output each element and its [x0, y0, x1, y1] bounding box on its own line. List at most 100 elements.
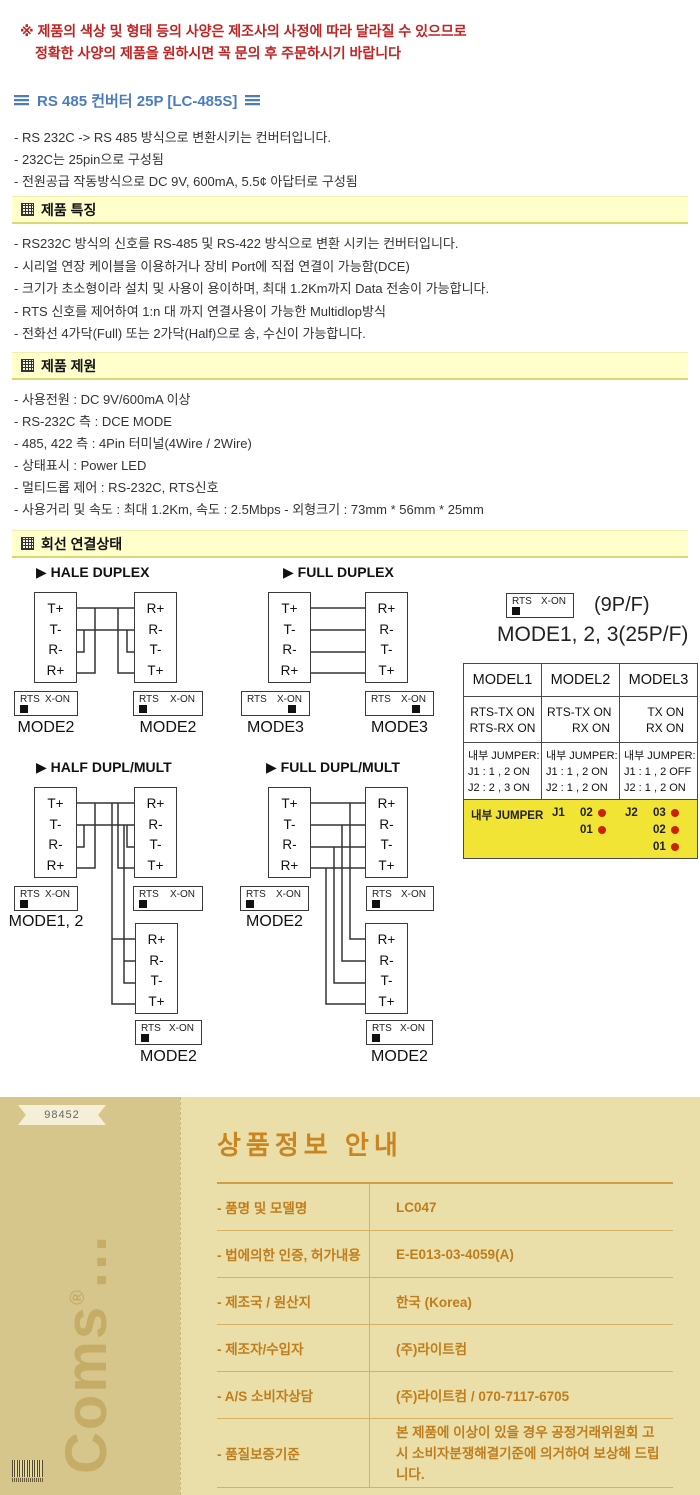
info-row: - 제조국 / 원산지 한국 (Korea)	[217, 1278, 673, 1325]
diagram-title-hale-duplex: ▶ HALE DUPLEX	[36, 564, 150, 580]
j1-label: J1	[552, 807, 565, 819]
info-table: - 품명 및 모델명 LC047 - 법에의한 인증, 허가내용 E-E013-…	[217, 1182, 673, 1488]
jumper-marker	[512, 607, 520, 615]
section-header-features: 제품 특징	[12, 196, 688, 224]
bullet-line: - 크기가 초소형이라 설치 및 사용이 용이하며, 최대 1.2Km까지 Da…	[14, 281, 490, 297]
pin-label: R+	[377, 796, 396, 812]
xon-label: X-ON	[170, 889, 195, 900]
jumper-marker	[20, 705, 28, 713]
info-value: (주)라이트컴	[396, 1342, 468, 1357]
info-row: - 법에의한 인증, 허가내용 E-E013-03-4059(A)	[217, 1231, 673, 1278]
pin-label: T-	[150, 973, 163, 989]
pin-label: R-	[148, 621, 163, 637]
xon-label: X-ON	[45, 694, 70, 705]
jumper-pin-dot	[597, 809, 606, 817]
jumper-pin-dot	[597, 826, 606, 834]
model-table-header-row: MODEL1 MODEL2 MODEL3	[464, 664, 697, 697]
mode-label: MODE3	[247, 719, 304, 736]
rts-label: RTS	[139, 694, 159, 705]
jumper-marker	[288, 705, 296, 713]
pin-label: T+	[147, 857, 164, 873]
barcode	[12, 1460, 43, 1477]
rts-label: RTS	[20, 889, 40, 900]
info-label: - 품명 및 모델명	[217, 1184, 370, 1230]
mode-label: MODE2	[371, 1048, 428, 1065]
grid-icon	[245, 94, 261, 107]
notice: ※ 제품의 색상 및 형태 등의 사양은 제조사의 사정에 따라 달라질 수 있…	[20, 20, 467, 64]
jumper-setting-box: RTS X-ON	[365, 691, 434, 716]
mode-label: MODE1, 2	[8, 913, 84, 930]
ribbon-badge: 98452	[18, 1105, 106, 1125]
jumper-pin-dot	[670, 826, 679, 834]
mode-label: MODE2	[246, 913, 303, 930]
bullet-line: - 485, 422 측 : 4Pin 터미널(4Wire / 2Wire)	[14, 436, 252, 451]
jumper-marker	[372, 1034, 380, 1042]
barcode-number-strip	[12, 1478, 43, 1482]
pin-label: T-	[283, 816, 296, 832]
pin-label: R+	[146, 601, 165, 617]
jumper-marker	[141, 1034, 149, 1042]
section-heading: 제품 특징	[41, 201, 97, 218]
pin-label: T+	[378, 857, 395, 873]
pin-label: T+	[47, 796, 64, 812]
section-heading: 제품 제원	[41, 357, 97, 374]
jumper-marker	[139, 705, 147, 713]
pin-label: R+	[46, 662, 65, 678]
mode-label: MODE2	[140, 1048, 197, 1065]
pin-label: T-	[283, 621, 296, 637]
info-title: 상품정보 안내	[217, 1130, 403, 1160]
terminal-box: T+ T- R- R+	[268, 787, 311, 878]
diagram-title-half-dupl-mult: ▶ HALF DUPL/MULT	[36, 759, 172, 775]
section-header-wiring: 회선 연결상태	[12, 530, 688, 558]
xon-label: X-ON	[169, 1023, 194, 1034]
pin-label: R-	[282, 837, 297, 853]
xon-label: X-ON	[45, 889, 70, 900]
terminal-box: R+ R- T- T+	[365, 923, 408, 1014]
pin-label: R+	[280, 857, 299, 873]
rts-label: RTS	[20, 694, 40, 705]
pin-label: R-	[379, 952, 394, 968]
terminal-box: R+ R- T- T+	[365, 592, 408, 683]
bullet-line: - 상태표시 : Power LED	[14, 458, 147, 473]
terminal-box: R+ R- T- T+	[135, 923, 178, 1014]
bullet-line: - RTS 신호를 제어하여 1:n 대 까지 연결사용이 가능한 Multid…	[14, 303, 386, 319]
mode-label: MODE2	[139, 719, 197, 736]
notice-line-1: ※ 제품의 색상 및 형태 등의 사양은 제조사의 사정에 따라 달라질 수 있…	[20, 23, 467, 39]
bullet-line: - 전화선 4가닥(Full) 또는 2가닥(Half)으로 송, 수신이 가능…	[14, 326, 366, 342]
pin-label: R-	[379, 816, 394, 832]
jumper-pin: 01	[580, 824, 606, 836]
model-table: MODEL1 MODEL2 MODEL3 RTS-TX ON RTS-RX ON…	[463, 663, 698, 859]
pin-label: T+	[281, 601, 298, 617]
jumper-marker	[372, 900, 380, 908]
diagram-title-full-dupl-mult: ▶ FULL DUPL/MULT	[266, 759, 400, 775]
table-header-cell: MODEL1	[464, 664, 542, 697]
grid-icon	[14, 94, 29, 107]
pin-label: R-	[48, 642, 63, 658]
info-value: (주)라이트컴 / 070-7117-6705	[396, 1389, 570, 1404]
jumper-setting-box: RTS X-ON	[133, 886, 203, 911]
section-heading: 회선 연결상태	[41, 535, 123, 552]
jumper-setting-box: RTS X-ON	[14, 691, 78, 716]
pin-label: T+	[47, 601, 64, 617]
pin-label: T-	[149, 642, 162, 658]
section-header-specs: 제품 제원	[12, 352, 688, 380]
pin-label: T-	[380, 642, 393, 658]
pin-label: T-	[49, 816, 62, 832]
internal-jumper-label: 내부 JUMPER	[471, 810, 544, 822]
jumper-cell: 내부 JUMPER: J1 : 1 , 2 ON J2 : 2 , 3 ON	[464, 743, 542, 799]
rts-label: RTS	[141, 1023, 161, 1034]
jumper-setting-box: RTS X-ON	[506, 593, 574, 618]
terminal-box: T+ T- R- R+	[34, 592, 77, 683]
info-row: - 제조자/수입자 (주)라이트컴	[217, 1325, 673, 1372]
bullet-line: - 232C는 25pin으로 구성됨	[14, 152, 164, 167]
diagram-title-full-duplex: ▶ FULL DUPLEX	[283, 564, 394, 580]
xon-label: X-ON	[277, 694, 302, 705]
pin-label: R-	[48, 837, 63, 853]
signal-cell: RTS-TX ON RTS-RX ON	[464, 697, 542, 743]
terminal-box: T+ T- R- R+	[268, 592, 311, 683]
jumper-marker	[412, 705, 420, 713]
bullet-line: - RS-232C 측 : DCE MODE	[14, 414, 172, 429]
model-table-signal-row: RTS-TX ON RTS-RX ON RTS-TX ON RX ON TX O…	[464, 697, 697, 743]
rts-label: RTS	[371, 694, 391, 705]
